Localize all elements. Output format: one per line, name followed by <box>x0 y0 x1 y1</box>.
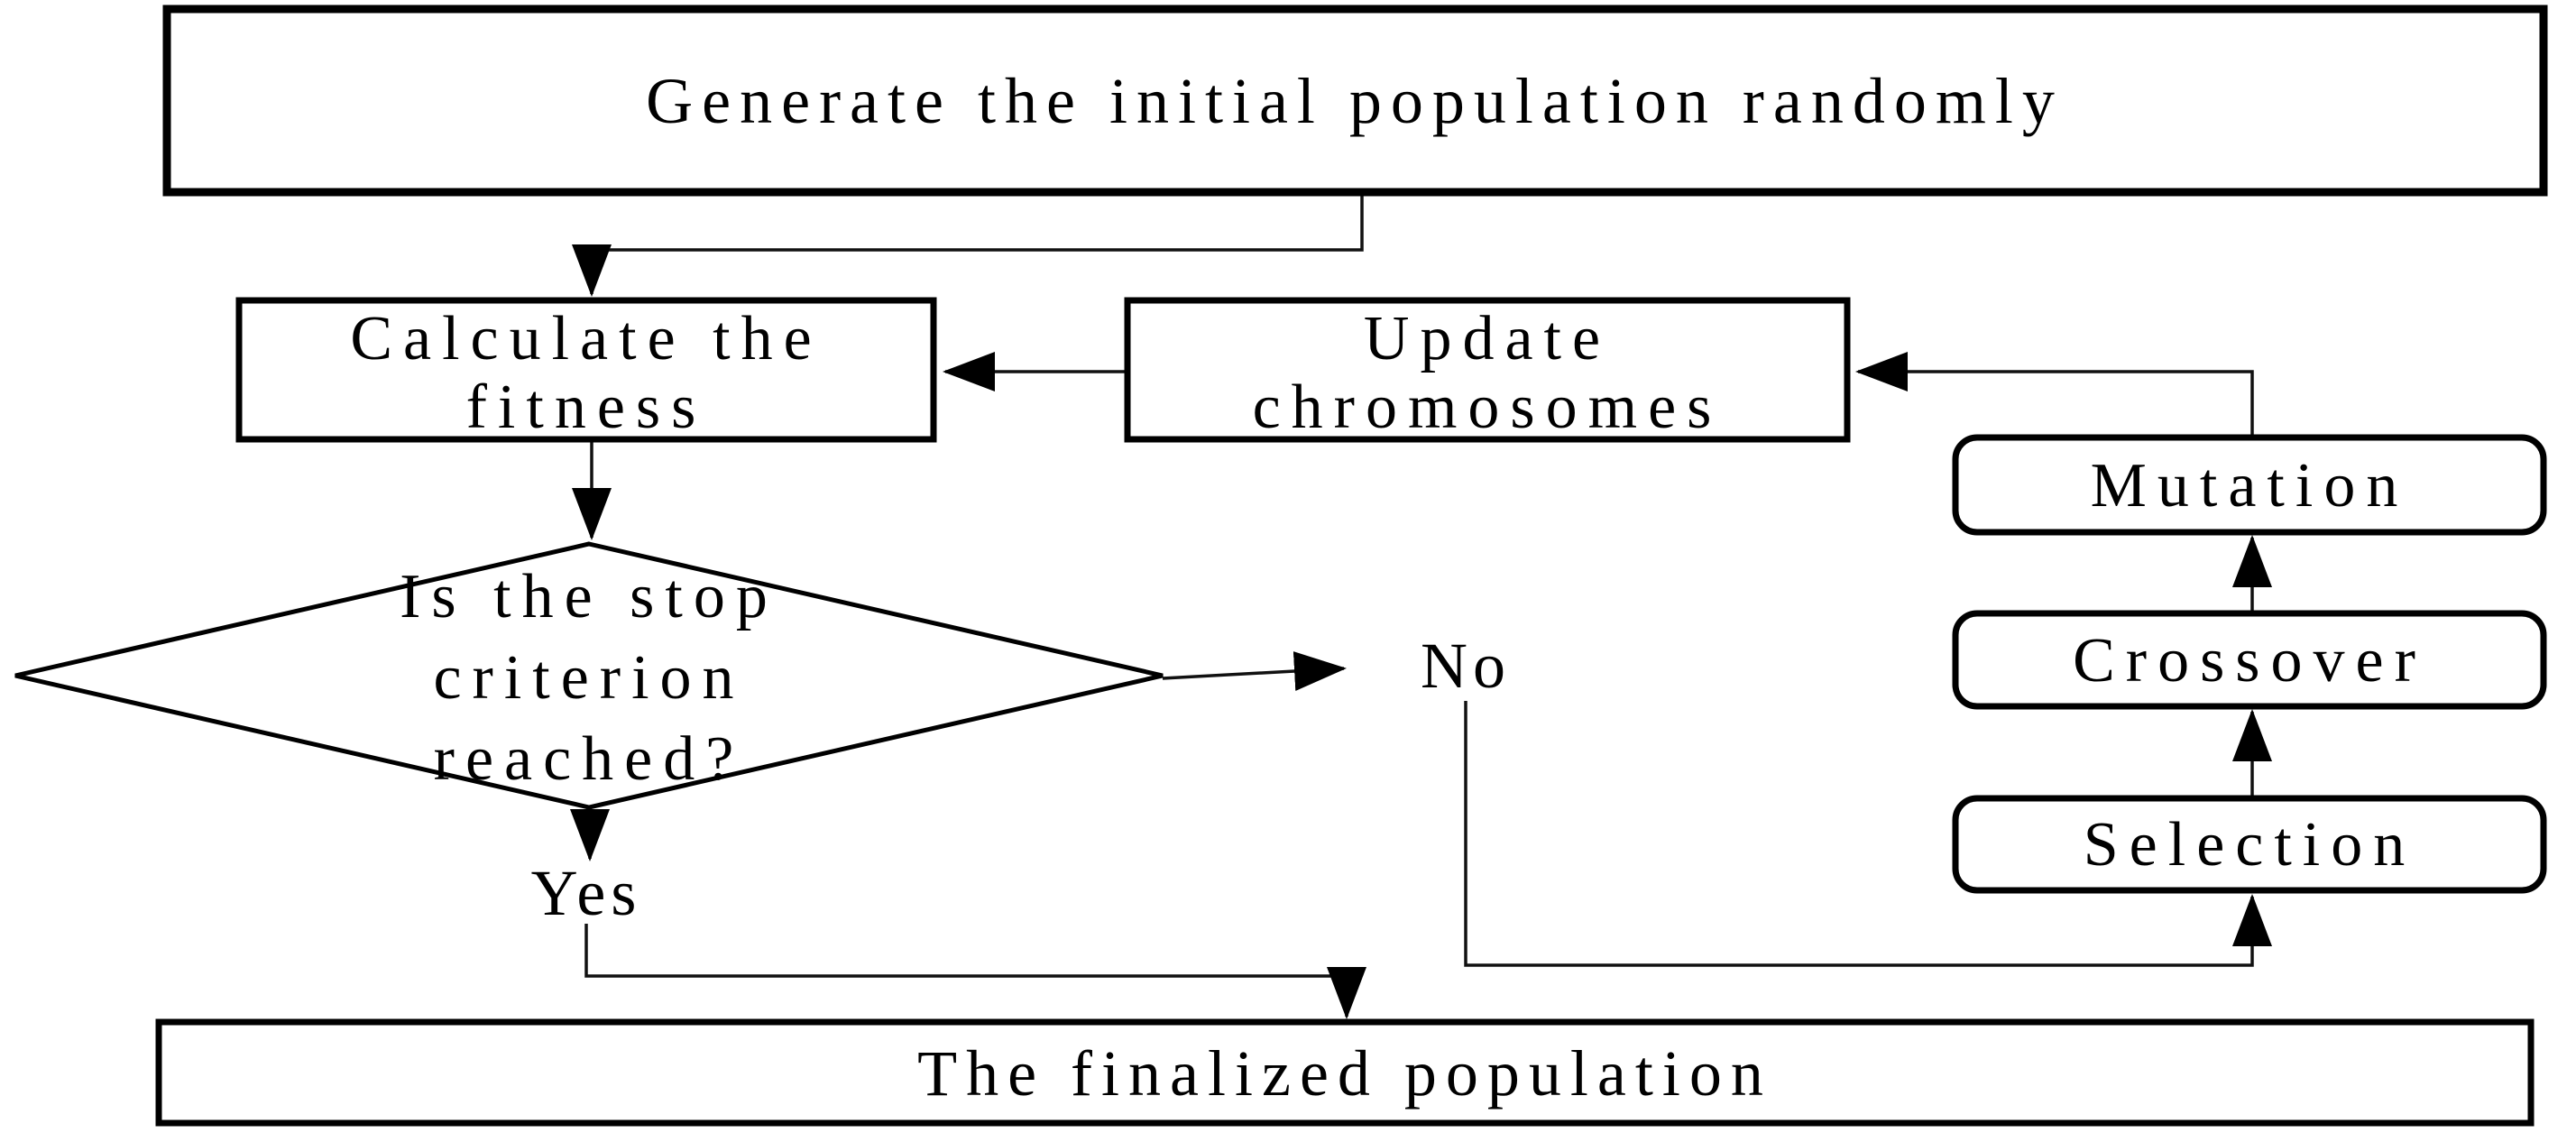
node-update-chromosomes <box>1124 297 1851 443</box>
node-crossover-label: Crossover <box>2073 626 2426 695</box>
branch-label-yes: Yes <box>531 857 642 929</box>
node-stop-criterion-label-line3: reached? <box>434 724 745 794</box>
node-mutation <box>1952 434 2547 536</box>
node-selection-label: Selection <box>2084 810 2415 880</box>
node-mutation-label: Mutation <box>2091 451 2409 520</box>
node-update-chromosomes-label-line2: chromosomes <box>1253 373 1723 442</box>
node-generate-initial-population <box>162 5 2548 197</box>
node-calculate-fitness-label-line1: Calculate the <box>350 304 822 373</box>
node-selection <box>1952 795 2547 894</box>
edge-mutation-to-update <box>1855 352 2254 438</box>
edge-generate-to-calculate <box>572 192 1364 297</box>
node-calculate-fitness-label-line2: fitness <box>466 373 707 442</box>
edge-no-to-selection <box>1464 701 2272 967</box>
branch-label-no: No <box>1421 630 1511 702</box>
node-stop-criterion-label-line2: criterion <box>433 643 744 713</box>
edge-yes-to-finalized <box>584 924 1366 1019</box>
node-stop-criterion-diamond <box>14 541 1164 810</box>
node-generate-initial-population-label: Generate the initial population randomly <box>646 65 2064 137</box>
edge-diamond-to-no <box>1162 651 1347 691</box>
node-finalized-population <box>155 1018 2535 1127</box>
node-update-chromosomes-label-line1: Update <box>1364 304 1611 373</box>
node-calculate-fitness <box>235 297 937 443</box>
node-finalized-population-label: The finalized population <box>917 1037 1772 1110</box>
node-stop-criterion-label-line1: Is the stop <box>400 562 778 631</box>
node-crossover <box>1952 610 2547 710</box>
